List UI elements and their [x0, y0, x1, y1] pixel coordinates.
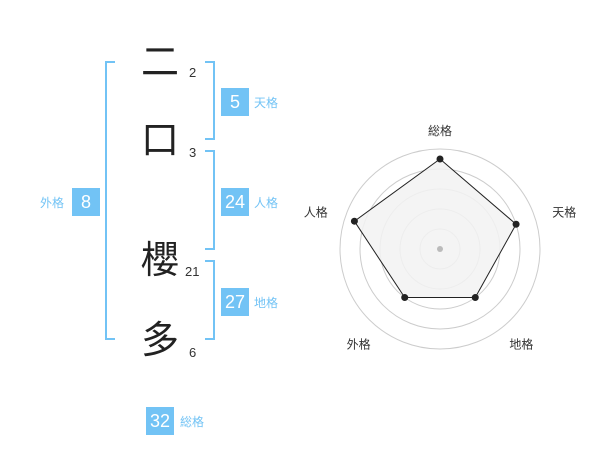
radar-axis-label-3: 地格 [509, 336, 533, 351]
tenkaku-bracket [205, 61, 215, 140]
gaikaku-bracket [105, 61, 115, 340]
gaikaku-value-badge: 8 [72, 188, 100, 216]
jinkaku-bracket [205, 150, 215, 250]
radar-point-4 [401, 294, 409, 302]
radar-axis-label-2: 天格 [552, 205, 576, 220]
chikaku-value-badge: 27 [221, 288, 249, 316]
name-char-3: 櫻 [140, 238, 179, 282]
radar-data-polygon [353, 158, 517, 299]
radar-point-2 [512, 220, 520, 228]
stroke-count-4: 6 [189, 345, 197, 360]
chikaku-bracket [205, 260, 215, 340]
radar-axis-label-1: 総格 [428, 123, 452, 138]
soukaku-value-badge: 32 [146, 407, 174, 435]
tenkaku-value-badge: 5 [221, 88, 249, 116]
stroke-count-3: 21 [185, 264, 200, 279]
name-char-1: 二 [140, 40, 179, 84]
chikaku-label: 地格 [254, 296, 279, 310]
soukaku-label: 総格 [180, 415, 205, 429]
stroke-count-1: 2 [189, 65, 197, 80]
radar-point-5 [350, 217, 358, 225]
stroke-count-2: 3 [189, 145, 197, 160]
tenkaku-label: 天格 [254, 96, 279, 110]
gaikaku-label: 外格 [40, 196, 65, 210]
jinkaku-label: 人格 [254, 196, 279, 210]
jinkaku-value-badge: 24 [221, 188, 249, 216]
radar-center-dot [437, 246, 443, 252]
name-char-4: 多 [140, 318, 179, 362]
radar-point-3 [471, 294, 479, 302]
radar-axis-label-4: 外格 [347, 336, 371, 351]
radar-point-1 [436, 155, 444, 163]
name-char-2: 口 [140, 118, 179, 162]
radar-axis-label-5: 人格 [304, 205, 328, 220]
radar-grid-ring [339, 148, 541, 350]
